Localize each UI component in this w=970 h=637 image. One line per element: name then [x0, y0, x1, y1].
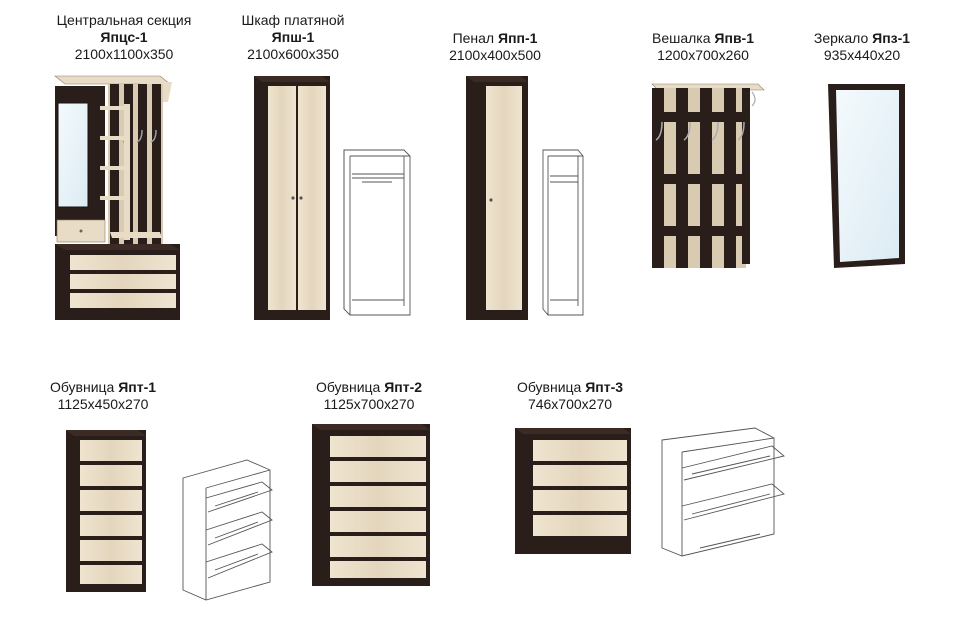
caption-yapsh-1: Шкаф платяной Япш-1 2100x600x350: [241, 12, 344, 63]
caption-yapt-1: Обувница Япт-1 1125x450x270: [50, 379, 156, 413]
item-name: Шкаф платяной: [241, 12, 345, 28]
coat-rack-illustration: [651, 83, 765, 268]
item-name: Центральная секция: [56, 12, 192, 28]
item-code: Япш-1: [271, 29, 315, 45]
item-name: Обувница: [49, 379, 115, 395]
item-dims: 2100x1100x350: [74, 46, 174, 62]
item-name: Зеркало: [813, 30, 869, 46]
caption-yapz-1: Зеркало Япз-1 935x440x20: [814, 30, 910, 64]
item-name: Обувница: [315, 379, 381, 395]
caption-yapt-3: Обувница Япт-3 746x700x270: [517, 379, 623, 413]
item-dims: 1125x450x270: [57, 396, 149, 412]
item-name: Вешалка: [652, 30, 711, 46]
caption-yapts-1: Центральная секция Япцс-1 2100x1100x350: [57, 12, 192, 63]
wardrobe-illustration: [254, 76, 411, 320]
item-code: Япт-1: [118, 379, 157, 395]
central-section-illustration: [54, 75, 180, 320]
item-dims: 2100x600x350: [247, 46, 339, 62]
caption-yapt-2: Обувница Япт-2 1125x700x270: [316, 379, 422, 413]
item-dims: 1125x700x270: [323, 396, 415, 412]
item-dims: 2100x400x500: [449, 47, 541, 63]
item-code: Япп-1: [498, 30, 538, 46]
caption-yapp-1: Пенал Япп-1 2100x400x500: [449, 30, 541, 64]
item-code: Япцс-1: [100, 29, 148, 45]
item-code: Япт-3: [585, 379, 624, 395]
item-dims: 746x700x270: [527, 396, 613, 412]
shoe-cabinet-3-illustration: [515, 427, 785, 557]
item-name: Пенал: [452, 30, 495, 46]
item-name: Обувница: [516, 379, 582, 395]
item-dims: 935x440x20: [823, 47, 901, 63]
shoe-cabinet-2-illustration: [312, 424, 430, 586]
pencil-case-illustration: [466, 76, 584, 320]
shoe-cabinet-1-illustration: [66, 430, 273, 601]
mirror-illustration: [828, 84, 905, 268]
caption-yapv-1: Вешалка Япв-1 1200x700x260: [652, 30, 754, 64]
item-code: Япт-2: [384, 379, 423, 395]
item-code: Япз-1: [872, 30, 911, 46]
item-code: Япв-1: [714, 30, 754, 46]
item-dims: 1200x700x260: [657, 47, 749, 63]
